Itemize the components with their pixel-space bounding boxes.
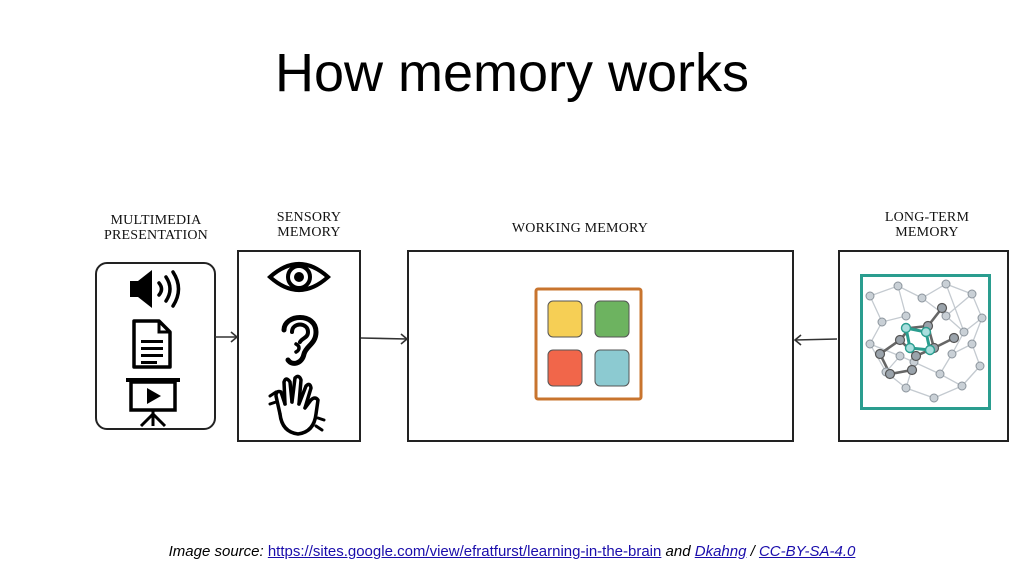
arrow-longterm-to-working xyxy=(793,334,838,346)
memory-slot-red xyxy=(547,349,583,387)
working-memory-slots xyxy=(534,287,643,401)
multimedia-presentation-box xyxy=(95,262,216,430)
working-memory-label: WORKING MEMORY xyxy=(511,221,649,236)
source-prefix: Image source: xyxy=(168,543,264,560)
presentation-icon xyxy=(126,378,180,428)
image-source-caption: Image source: https://sites.google.com/v… xyxy=(0,542,1024,562)
slide-title: How memory works xyxy=(274,43,750,103)
ear-icon xyxy=(281,315,319,366)
working-memory-box xyxy=(407,250,794,442)
memory-slot-yellow xyxy=(547,300,583,338)
memory-slot-green xyxy=(594,300,630,338)
source-and: and xyxy=(665,543,691,560)
speaker-icon xyxy=(130,270,181,308)
source-link-sites[interactable]: https://sites.google.com/view/efratfurst… xyxy=(267,543,662,560)
long-term-memory-label: LONG-TERM MEMORY xyxy=(884,210,970,240)
arrow-multimedia-to-sensory xyxy=(215,331,239,343)
source-slash: / xyxy=(750,543,755,560)
arrow-sensory-to-working xyxy=(360,333,409,345)
source-link-license[interactable]: CC-BY-SA-4.0 xyxy=(758,543,856,560)
eye-icon xyxy=(267,262,331,292)
long-term-memory-box xyxy=(838,250,1009,442)
sensory-memory-label: SENSORY MEMORY xyxy=(276,210,342,240)
source-link-dkahng[interactable]: Dkahng xyxy=(694,543,747,560)
document-icon xyxy=(132,319,172,369)
hand-icon xyxy=(268,374,326,436)
multimedia-presentation-label: MULTIMEDIA PRESENTATION xyxy=(104,213,208,243)
long-term-network xyxy=(860,274,991,410)
memory-slot-blue xyxy=(594,349,630,387)
sensory-memory-box xyxy=(237,250,361,442)
